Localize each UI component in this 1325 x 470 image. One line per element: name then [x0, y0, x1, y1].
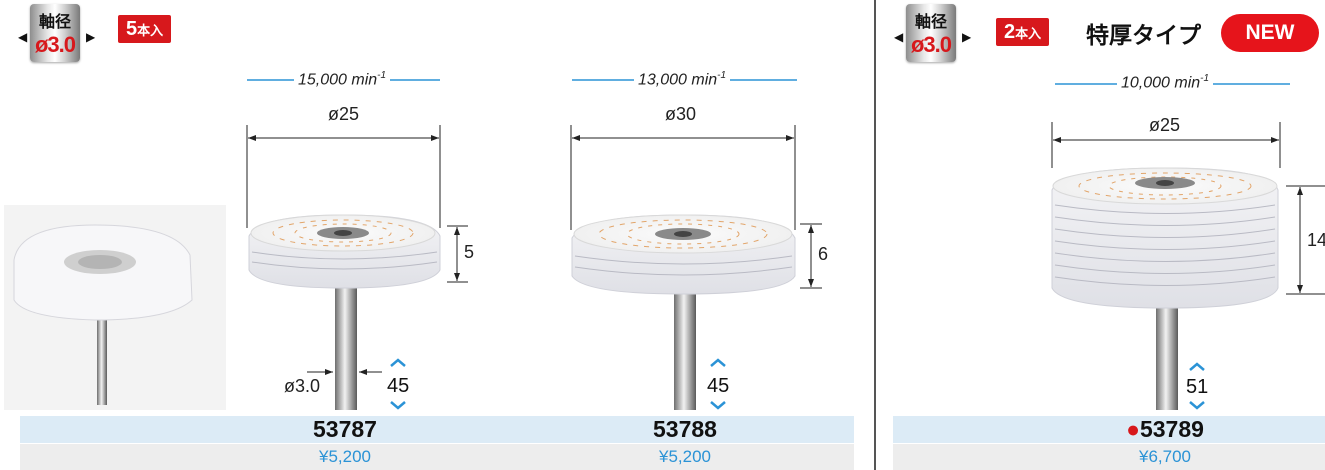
- model-number-value: 53789: [1139, 416, 1204, 442]
- price: ¥6,700: [1139, 447, 1191, 466]
- thickness-label: 14: [1307, 230, 1325, 250]
- price: ¥5,200: [659, 447, 711, 466]
- left-arrow-icon: ◀: [18, 30, 28, 44]
- model-row-left: [20, 416, 854, 443]
- price-row-left: [20, 444, 854, 470]
- rpm-exponent: -1: [717, 70, 727, 81]
- type-label: 特厚タイプ: [1086, 22, 1201, 48]
- diameter-label: ø25: [325, 104, 363, 125]
- section-divider: [874, 0, 876, 470]
- shaft-diameter-label: ø3.0: [284, 376, 321, 396]
- product-53789-diagram: [1051, 83, 1325, 410]
- model-number: ●53789: [1065, 416, 1265, 443]
- quantity-number: 2: [1004, 21, 1016, 43]
- model-number: 53787: [313, 416, 377, 442]
- right-arrow-icon: ▶: [86, 30, 96, 44]
- diameter-label: ø30: [662, 104, 700, 125]
- rpm-label: 10,000 min-1: [1117, 73, 1214, 93]
- price-row-right: [893, 444, 1325, 470]
- quantity-unit: 本入: [1015, 26, 1042, 41]
- product-photo: [4, 205, 226, 410]
- diameter-label: ø25: [1146, 115, 1184, 136]
- product-53787-diagram: [246, 79, 468, 410]
- shaft-badge-label: 軸径: [914, 14, 947, 31]
- quantity-unit: 本入: [137, 23, 164, 38]
- new-product-dot: ●: [1126, 416, 1140, 442]
- model-row-right: [893, 416, 1325, 443]
- product-illustrations: [4, 79, 1325, 410]
- rpm-exponent: -1: [1200, 73, 1210, 84]
- quantity-number: 5: [126, 18, 138, 40]
- quantity-badge: 5本入: [118, 15, 172, 43]
- shaft-badge-value: ø3.0: [910, 32, 952, 57]
- quantity-badge: 2本入: [996, 18, 1050, 46]
- rpm-value: 13,000: [638, 71, 687, 89]
- rpm-unit: min: [351, 71, 378, 89]
- shaft-badge-value: ø3.0: [34, 32, 76, 57]
- rpm-value: 15,000: [298, 71, 347, 89]
- left-arrow-icon: ◀: [894, 30, 904, 44]
- rpm-value: 10,000: [1121, 74, 1170, 92]
- price: ¥5,200: [319, 447, 371, 466]
- shaft-diameter-badge: 軸径 ø3.0: [30, 4, 80, 62]
- insertion-depth-label: 45: [387, 375, 410, 397]
- rpm-exponent: -1: [377, 70, 387, 81]
- thickness-label: 5: [464, 242, 475, 262]
- rpm-unit: min: [1174, 74, 1201, 92]
- shaft-diameter-badge: 軸径 ø3.0: [906, 4, 956, 62]
- rpm-label: 15,000 min-1: [294, 70, 391, 90]
- rpm-label: 13,000 min-1: [634, 70, 731, 90]
- new-badge: NEW: [1221, 14, 1319, 52]
- shaft-badge-label: 軸径: [38, 14, 71, 31]
- insertion-depth-label: 45: [707, 375, 730, 397]
- thickness-label: 6: [818, 244, 829, 264]
- right-arrow-icon: ▶: [962, 30, 972, 44]
- insertion-depth-label: 51: [1186, 376, 1209, 398]
- rpm-unit: min: [691, 71, 718, 89]
- model-number: 53788: [653, 416, 717, 442]
- product-53788-diagram: [570, 79, 822, 410]
